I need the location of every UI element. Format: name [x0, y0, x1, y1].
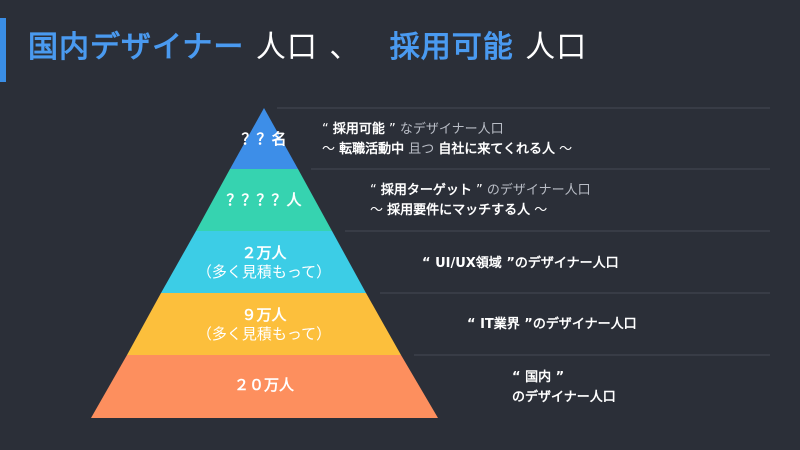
- tier-4-label: ９万人 （多く見積もって）: [196, 306, 332, 343]
- tier-3-label: ２万人 （多く見積もって）: [196, 244, 332, 281]
- tier-1-description-line-1: “ 採用可能 ” なデザイナー人口: [322, 122, 504, 137]
- title-part-hireable: 採用可能: [389, 30, 514, 65]
- pyramid-tier-1: [230, 108, 298, 169]
- pyramid-tier-5: [91, 355, 438, 418]
- slide-title: 国内デザイナー 人口 、 採用可能 人口: [28, 22, 587, 66]
- pyramid-tier-4: [127, 293, 401, 355]
- tier-1-description: “ 採用可能 ” なデザイナー人口 〜 転職活動中 且つ 自社に来てくれる人 〜: [322, 120, 572, 160]
- tier-3-description: “ UI/UX領域 ”のデザイナー人口: [422, 256, 619, 271]
- tier-5-description: “ 国内 ” のデザイナー人口: [512, 370, 616, 405]
- pyramid-tier-3: [161, 231, 366, 293]
- title-part-population-2: 人口: [525, 30, 588, 65]
- tier-4-description: “ IT業界 ”のデザイナー人口: [467, 317, 637, 332]
- tier-2-description: “ 採用ターゲット ” のデザイナー人口 〜 採用要件にマッチする人 〜: [370, 181, 591, 221]
- tier-1-label: ？？名: [241, 130, 287, 148]
- tier-1-description-line-2: 〜 転職活動中 且つ 自社に来てくれる人 〜: [322, 142, 573, 157]
- title-part-comma: 、: [329, 30, 361, 65]
- tier-2-description-line-1: “ 採用ターゲット ” のデザイナー人口: [370, 183, 591, 198]
- tier-2-description-line-2: 〜 採用要件にマッチする人 〜: [370, 203, 548, 218]
- pyramid-tier-2: [196, 169, 332, 231]
- title-part-domestic-designers: 国内デザイナー: [28, 30, 245, 65]
- title-part-population: 人口: [255, 30, 318, 65]
- title-accent-bar: [0, 18, 6, 82]
- tier-5-label: ２０万人: [233, 376, 294, 394]
- tier-2-label: ？？？？人: [226, 191, 302, 209]
